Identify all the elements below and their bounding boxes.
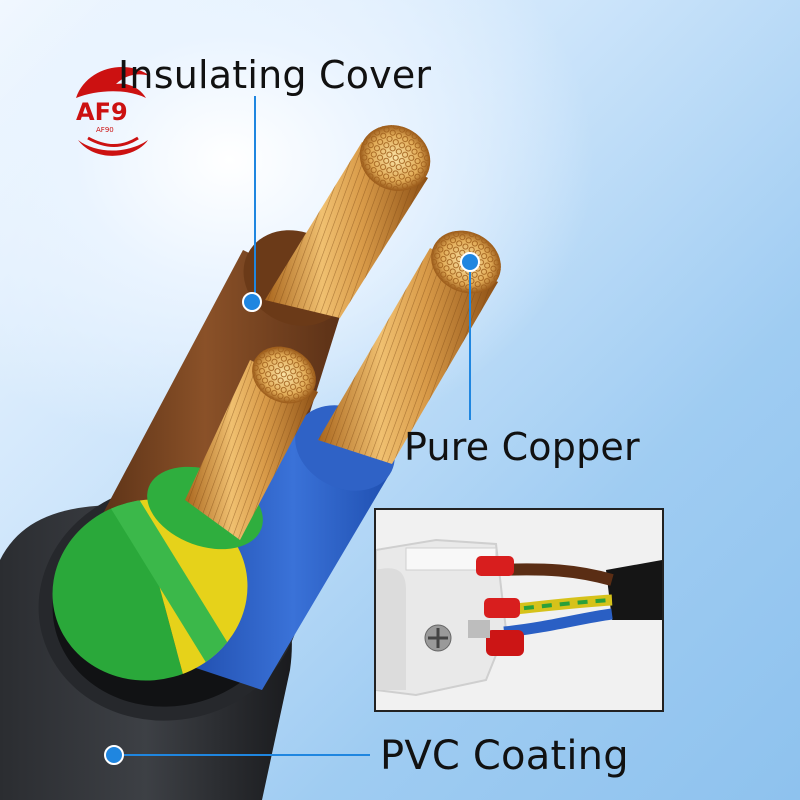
pure-copper-label: Pure Copper (404, 425, 640, 469)
connector-inset-photo (374, 508, 664, 712)
pointer-insulating (242, 96, 262, 312)
insulating-cover-label: Insulating Cover (118, 53, 432, 97)
connector-illustration (376, 510, 662, 710)
svg-text:AF90: AF90 (96, 126, 114, 134)
svg-text:AF9: AF9 (76, 98, 128, 126)
af9-logo: AF9 AF90 (76, 67, 150, 156)
pvc-coating-label: PVC Coating (380, 733, 629, 779)
pointer-copper (460, 252, 480, 420)
pointer-pvc (104, 745, 370, 765)
